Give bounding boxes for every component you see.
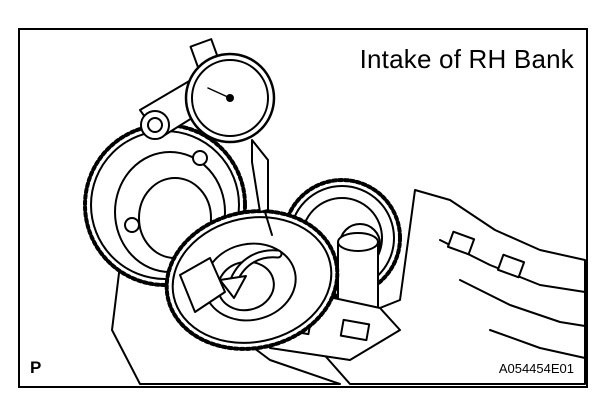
- corner-letter: P: [30, 358, 42, 377]
- engine-illustration: [83, 38, 586, 385]
- figure-frame: Intake of RH Bank P A054454E01: [18, 28, 588, 388]
- rotation-arrow: [219, 249, 283, 299]
- dial-indicator: [139, 38, 276, 236]
- figure-title: Intake of RH Bank: [359, 44, 574, 74]
- figure-code: A054454E01: [498, 361, 574, 376]
- left-drive-gear: [164, 209, 340, 351]
